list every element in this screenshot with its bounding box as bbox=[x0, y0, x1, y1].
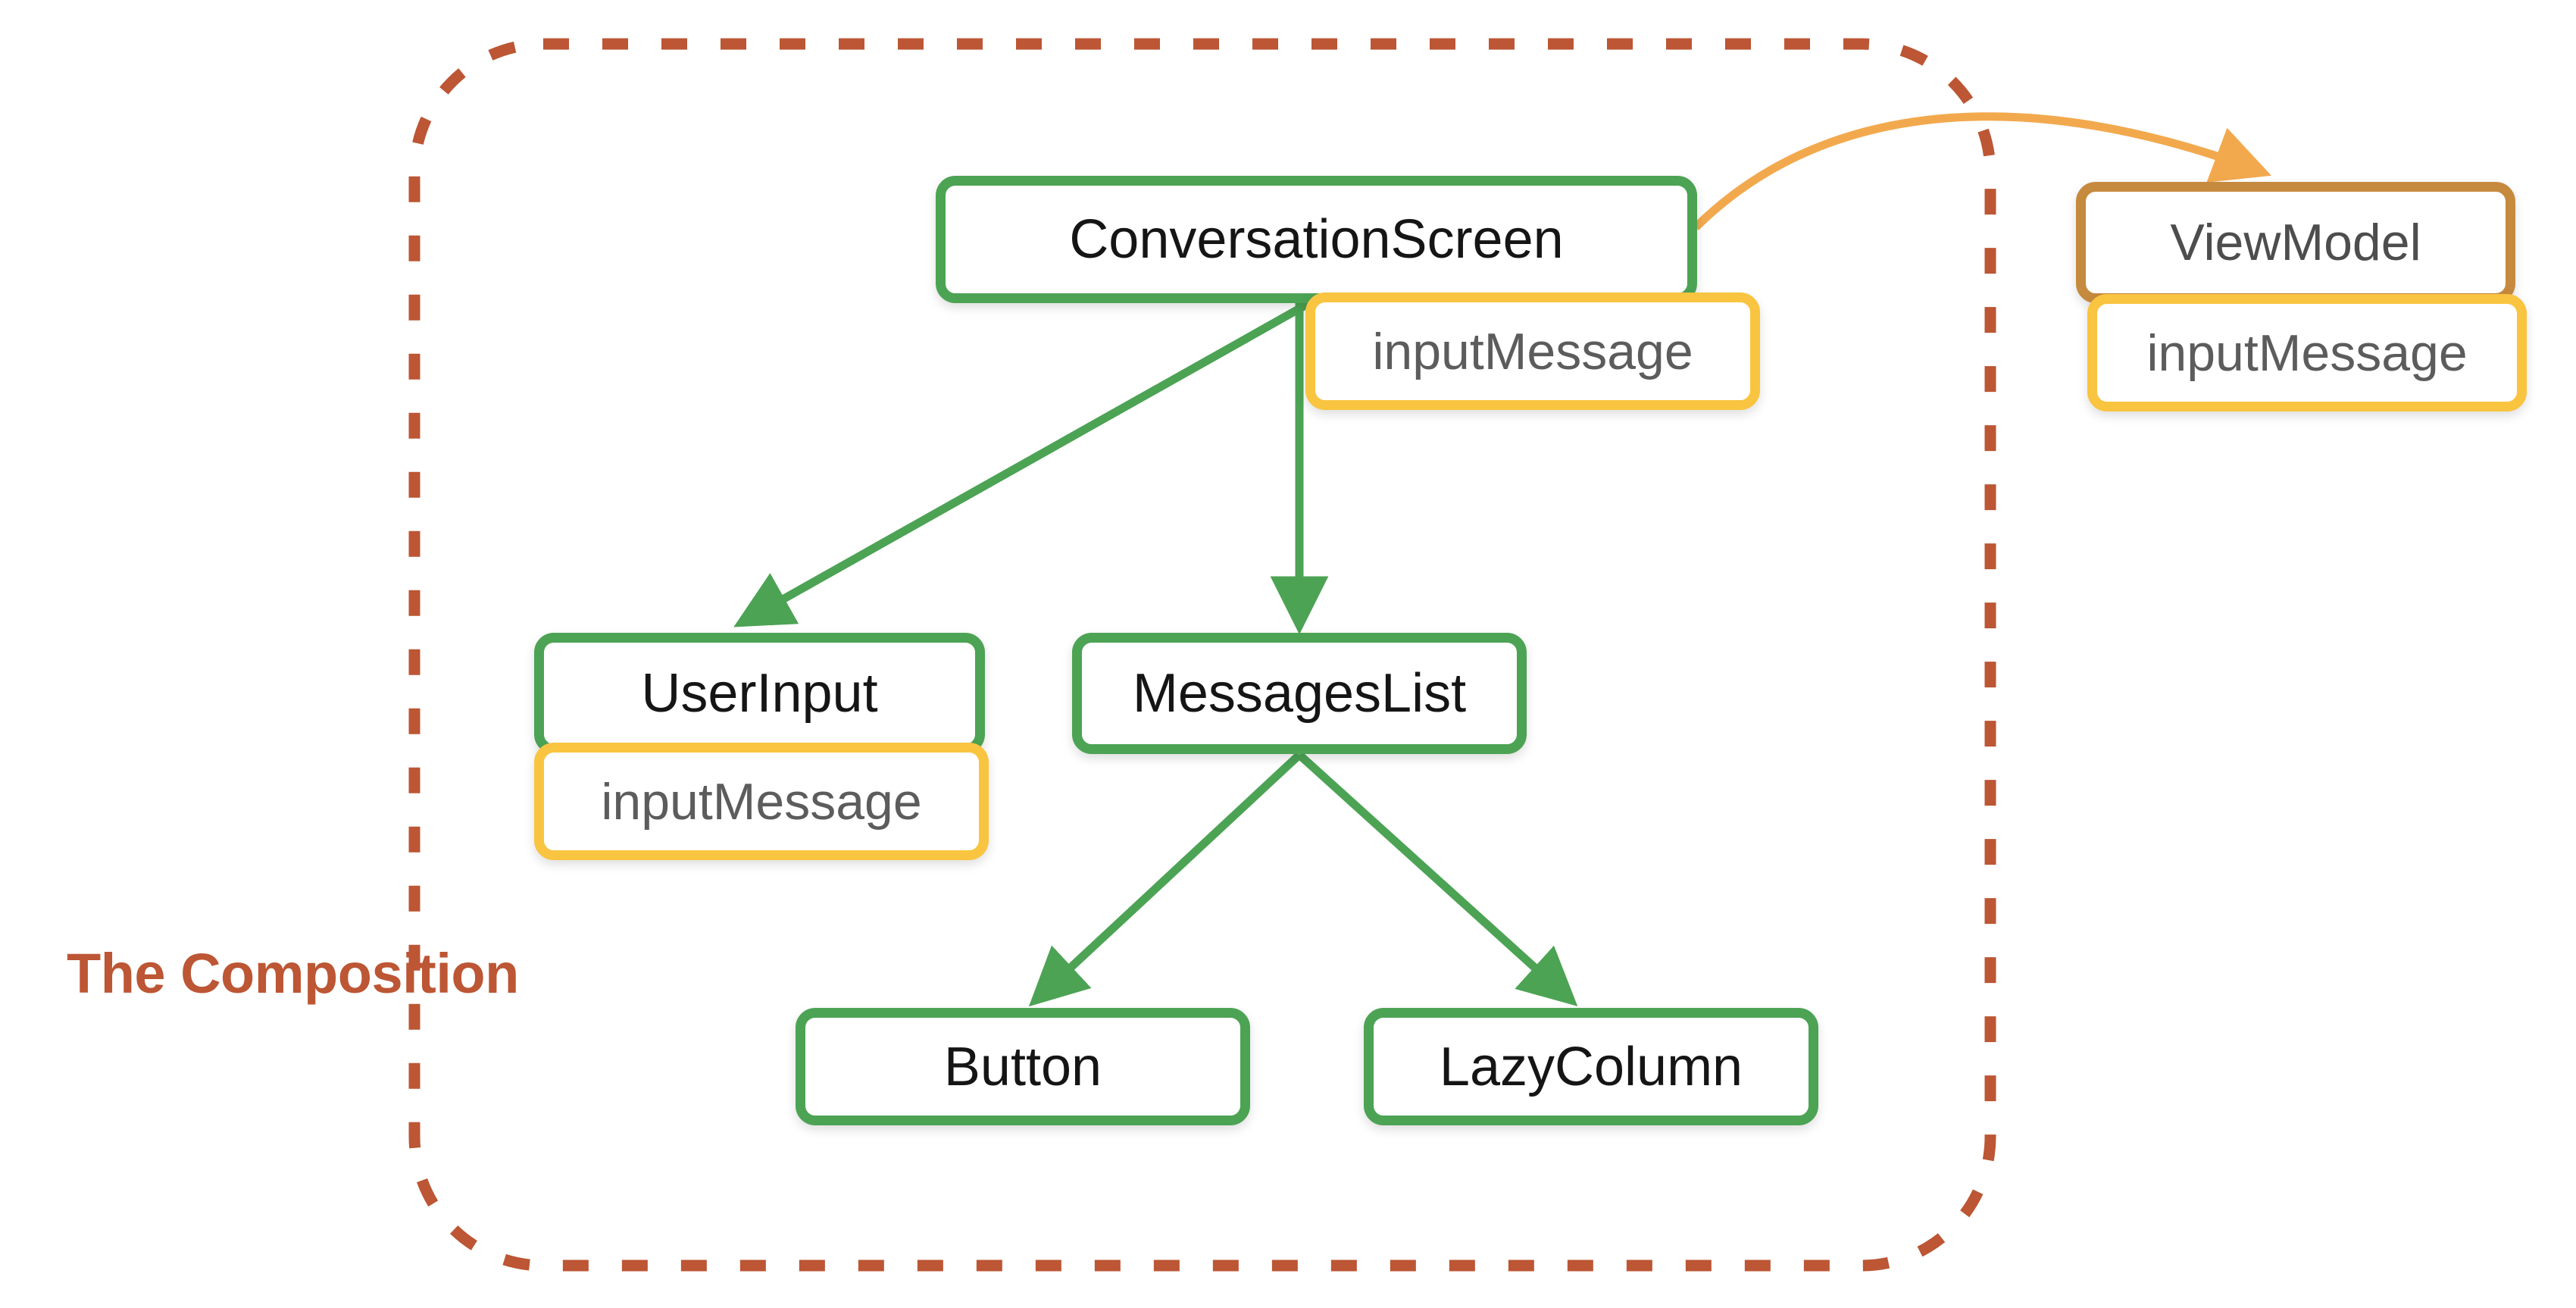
node-lazy-column[interactable]: LazyColumn bbox=[1364, 1008, 1818, 1125]
node-conversation-screen-state-inputmessage[interactable]: inputMessage bbox=[1305, 293, 1760, 410]
node-label: ConversationScreen bbox=[1069, 209, 1564, 270]
node-label: inputMessage bbox=[2146, 324, 2468, 382]
node-view-model[interactable]: ViewModel bbox=[2076, 182, 2515, 303]
node-label: ViewModel bbox=[2170, 214, 2421, 271]
edge-messageslist-lazycolumn bbox=[1296, 751, 1578, 1006]
edge-messageslist-button bbox=[1028, 751, 1302, 1007]
edge-conversationscreen-userinput bbox=[733, 299, 1311, 627]
node-user-input-state-inputmessage[interactable]: inputMessage bbox=[534, 743, 989, 860]
node-messages-list[interactable]: MessagesList bbox=[1072, 633, 1527, 754]
node-conversation-screen[interactable]: ConversationScreen bbox=[936, 176, 1697, 303]
node-label: LazyColumn bbox=[1439, 1036, 1743, 1097]
node-label: inputMessage bbox=[1372, 322, 1693, 380]
node-user-input[interactable]: UserInput bbox=[534, 633, 985, 754]
node-label: Button bbox=[943, 1036, 1102, 1097]
node-label: UserInput bbox=[641, 663, 878, 724]
node-view-model-state-inputmessage[interactable]: inputMessage bbox=[2087, 294, 2527, 411]
node-label: MessagesList bbox=[1132, 663, 1467, 724]
composition-boundary-label: The Composition bbox=[67, 942, 519, 1005]
node-button[interactable]: Button bbox=[796, 1008, 1250, 1125]
node-label: inputMessage bbox=[601, 772, 922, 831]
